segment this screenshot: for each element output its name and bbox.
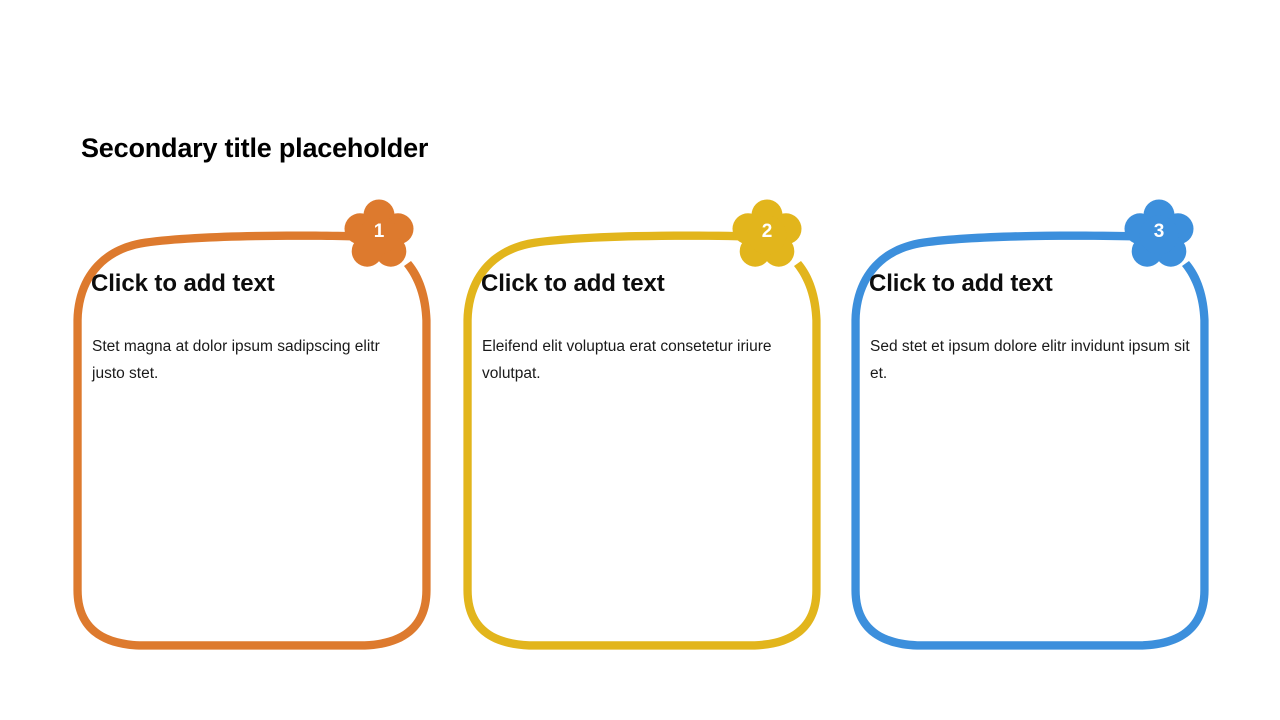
content-card-2[interactable]: Click to add text Eleifend elit voluptua… — [445, 200, 845, 670]
content-card-3[interactable]: Click to add text Sed stet et ipsum dolo… — [833, 200, 1233, 670]
card-body-2: Eleifend elit voluptua erat consetetur i… — [482, 338, 772, 382]
card-body-1: Stet magna at dolor ipsum sadipscing eli… — [92, 338, 380, 382]
content-card-1[interactable]: Click to add text Stet magna at dolor ip… — [55, 200, 455, 670]
card-heading-3: Click to add text — [869, 270, 1053, 297]
card-body-3: Sed stet et ipsum dolore elitr invidunt … — [870, 338, 1190, 382]
card-heading-1: Click to add text — [91, 270, 275, 297]
card-heading-2: Click to add text — [481, 270, 665, 297]
page-title: Secondary title placeholder — [81, 133, 429, 163]
